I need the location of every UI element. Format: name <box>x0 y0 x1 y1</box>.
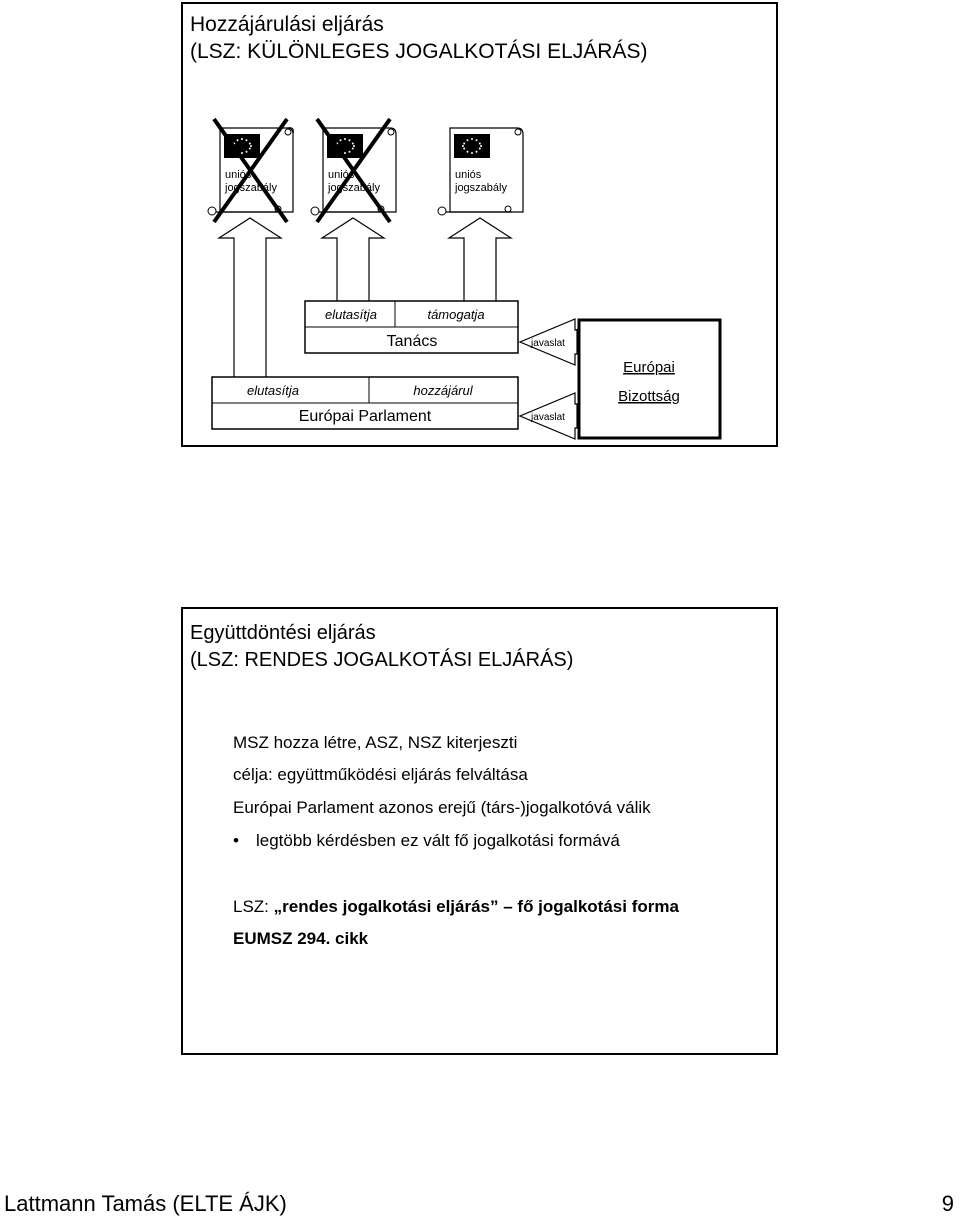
slide1-title-line2: (LSZ: KÜLÖNLEGES JOGALKOTÁSI ELJÁRÁS) <box>190 40 648 63</box>
rejected-cross-icon <box>315 117 392 224</box>
eu-flag-icon <box>454 134 490 158</box>
arrow-up-icon <box>446 217 514 301</box>
commission-box <box>577 318 722 440</box>
slide1-title: Hozzájárulási eljárás (LSZ: KÜLÖNLEGES J… <box>190 11 647 65</box>
arrow-up-icon <box>216 217 284 378</box>
text-line-1: MSZ hozza létre, ASZ, NSZ kiterjeszti <box>233 733 518 752</box>
page-number: 9 <box>941 1191 954 1216</box>
bullet-text: legtöbb kérdésben ez vált fő jogalkotási… <box>256 831 620 850</box>
consent-diagram: uniós jogszabály uniós jogszabály uniós … <box>207 117 722 440</box>
slide2-title-line2: (LSZ: RENDES JOGALKOTÁSI ELJÁRÁS) <box>190 649 574 671</box>
slide2-title-line1: Együttdöntési eljárás <box>190 622 376 644</box>
commission-line2: Bizottság <box>618 388 680 405</box>
arrow-up-icon <box>319 217 387 301</box>
council-name: Tanács <box>387 333 438 350</box>
footer-author: Lattmann Tamás (ELTE ÁJK) <box>4 1191 287 1216</box>
rejected-cross-icon <box>212 117 289 224</box>
doc3-line2: jogszabály <box>454 182 507 194</box>
lsz-emphasis: „rendes jogalkotási eljárás” – fő jogalk… <box>273 897 679 916</box>
eumsz-reference: EUMSZ 294. cikk <box>233 929 369 948</box>
parliament-consents-label: hozzájárul <box>413 383 473 398</box>
proposal-label-council: javaslat <box>530 338 565 349</box>
slide2-title: Együttdöntési eljárás (LSZ: RENDES JOGAL… <box>190 620 573 674</box>
doc1-line2: jogszabály <box>224 182 277 194</box>
doc2-line2: jogszabály <box>327 182 380 194</box>
lsz-prefix: LSZ: <box>233 897 274 916</box>
slide-consent-procedure: Hozzájárulási eljárás (LSZ: KÜLÖNLEGES J… <box>181 2 778 447</box>
lsz-line: LSZ: „rendes jogalkotási eljárás” – fő j… <box>233 897 679 917</box>
document-scroll-3 <box>437 127 524 216</box>
text-line-3: Európai Parlament azonos erejű (társ-)jo… <box>233 798 651 817</box>
slide-codecision-procedure: Együttdöntési eljárás (LSZ: RENDES JOGAL… <box>181 607 778 1055</box>
bullet-icon: • <box>233 831 239 850</box>
proposal-label-parliament: javaslat <box>530 412 565 423</box>
parliament-box <box>211 376 519 430</box>
council-box <box>304 300 519 354</box>
text-line-2: célja: együttműködési eljárás felváltása <box>233 765 528 784</box>
arrow-left-icon <box>518 318 578 366</box>
doc3-line1: uniós <box>455 169 482 181</box>
slide1-title-line1: Hozzájárulási eljárás <box>190 13 384 36</box>
parliament-name: Európai Parlament <box>299 408 432 425</box>
parliament-rejects-label: elutasítja <box>247 383 299 398</box>
arrow-left-icon <box>518 392 578 440</box>
commission-line1: Európai <box>623 359 675 376</box>
council-supports-label: támogatja <box>427 307 484 322</box>
council-rejects-label: elutasítja <box>325 307 377 322</box>
